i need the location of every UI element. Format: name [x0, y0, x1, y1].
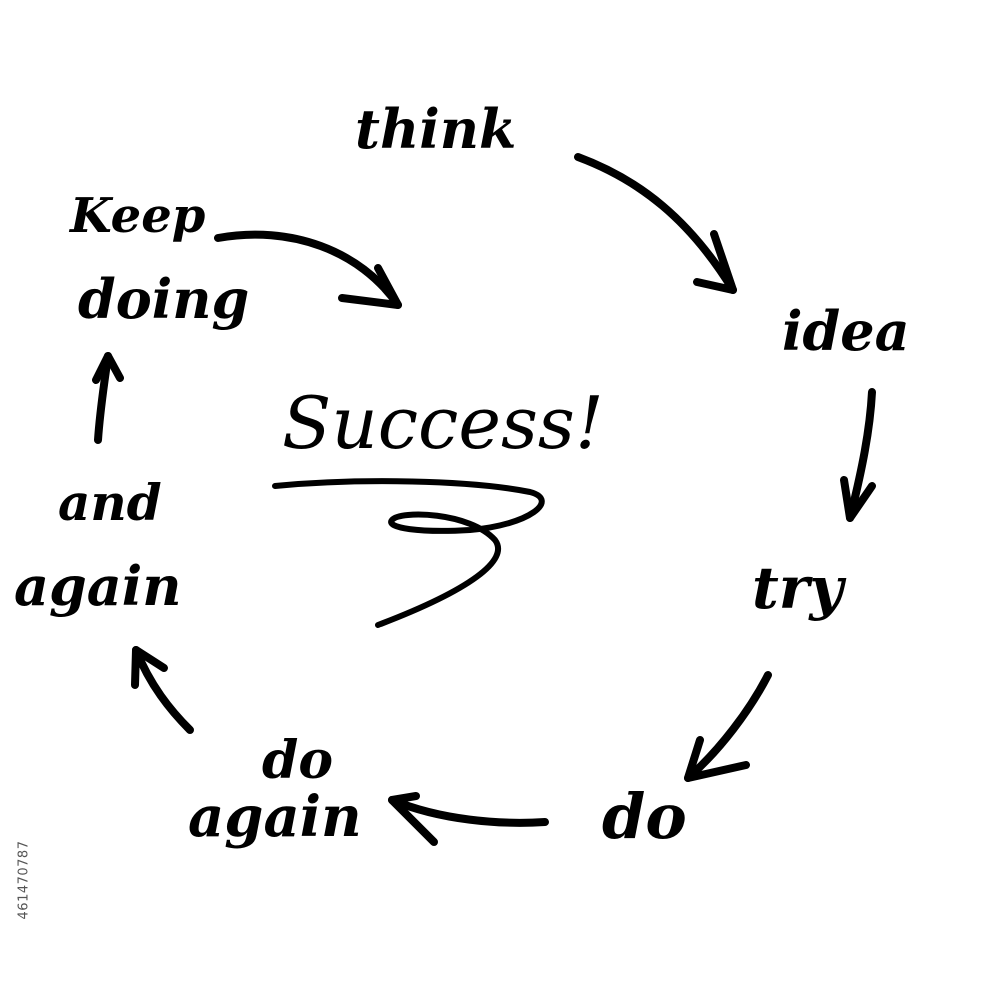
label-think: think [355, 97, 516, 161]
arrowhead-do-to-do-again [388, 792, 438, 846]
center-success-title: Success! [282, 381, 604, 465]
label-and-again-line1: and [58, 473, 162, 532]
label-try: try [752, 554, 847, 622]
arrowhead-idea-to-try [840, 476, 876, 522]
label-idea: idea [782, 299, 910, 363]
arrow-keep-doing-to-success [214, 230, 402, 309]
arrow-do-to-do-again [388, 796, 549, 827]
arrow-try-to-do [684, 671, 772, 782]
arrowhead-do-again-to-and-again [131, 646, 168, 689]
arrowhead-keep-doing-to-success [338, 264, 402, 309]
label-and-again-line2: again [14, 554, 182, 618]
label-keep-doing-line2: doing [78, 267, 249, 331]
arrow-do-again-to-and-again [132, 646, 194, 734]
success-underline-scribble [272, 478, 545, 628]
label-do: do [602, 780, 687, 853]
arrow-think-to-idea [574, 153, 737, 294]
label-keep-doing-line1: Keep [68, 188, 205, 244]
label-do-again-line1: do [262, 730, 333, 791]
arrowhead-think-to-idea [693, 230, 737, 294]
arrowhead-try-to-do [684, 736, 750, 782]
label-do-again-line2: again [188, 784, 362, 850]
arrow-idea-to-try [846, 388, 876, 522]
stock-image-id: 461470787 [8, 770, 40, 990]
stock-image-id-text: 461470787 [16, 840, 32, 920]
arrowhead-and-again-to-keep-doing [92, 352, 124, 384]
